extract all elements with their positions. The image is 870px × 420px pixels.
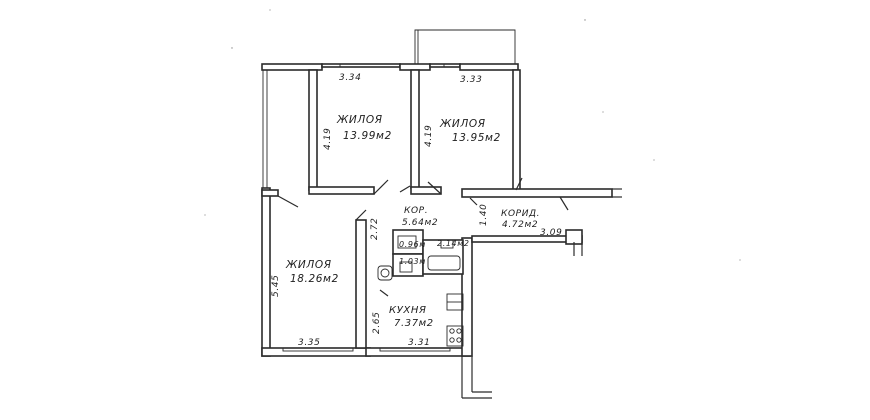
bathroom-fixtures xyxy=(377,229,464,281)
area-toilet: 0.96м xyxy=(399,240,426,249)
room-name-hall: КОРИД. xyxy=(501,209,540,219)
room-area-hall: 4.72м2 xyxy=(502,220,538,230)
room-area-bedroom-1: 13.99м2 xyxy=(343,130,392,142)
dim-kitchen-side: 2.65 xyxy=(372,312,382,334)
dim-living-bottom: 3.35 xyxy=(298,338,320,348)
room-name-living: ЖИЛОЯ xyxy=(285,259,332,271)
dim-top-right: 3.33 xyxy=(460,75,482,85)
dim-bedroom-1-side: 4.19 xyxy=(323,128,333,150)
room-name-bedroom-1: ЖИЛОЯ xyxy=(336,114,383,126)
dimension-labels: 3.34 3.33 4.19 4.19 5.45 3.35 3.31 2.65 … xyxy=(271,73,562,348)
dim-hall-side: 1.40 xyxy=(479,204,489,226)
room-area-kitchen: 7.37м2 xyxy=(394,318,434,329)
dim-bedroom-2-side: 4.19 xyxy=(424,125,434,147)
doors xyxy=(277,177,569,297)
walls xyxy=(261,63,622,399)
dim-kitchen-bottom: 3.31 xyxy=(408,338,430,348)
room-area-living: 18.26м2 xyxy=(290,273,339,285)
room-area-bedroom-2: 13.95м2 xyxy=(452,132,501,144)
dim-living-side: 5.45 xyxy=(271,275,281,297)
windows xyxy=(282,63,461,352)
room-labels: ЖИЛОЯ 13.99м2 ЖИЛОЯ 13.95м2 ЖИЛОЯ 18.26м… xyxy=(285,114,540,329)
room-name-corridor: КОР. xyxy=(404,206,428,216)
area-bathroom: 2.14м2 xyxy=(437,239,470,248)
room-name-kitchen: КУХНЯ xyxy=(389,305,427,316)
dim-top-left: 3.34 xyxy=(339,73,361,83)
room-area-corridor: 5.64м2 xyxy=(402,218,438,228)
dim-hall-bottom: 3.09 xyxy=(540,228,562,238)
room-name-bedroom-2: ЖИЛОЯ xyxy=(439,118,486,130)
scan-noise xyxy=(204,9,741,261)
balcony xyxy=(414,29,516,66)
kitchen-fixtures xyxy=(446,293,464,347)
area-washroom: 1.03м xyxy=(399,257,426,266)
dim-corridor-side: 2.72 xyxy=(370,218,380,240)
